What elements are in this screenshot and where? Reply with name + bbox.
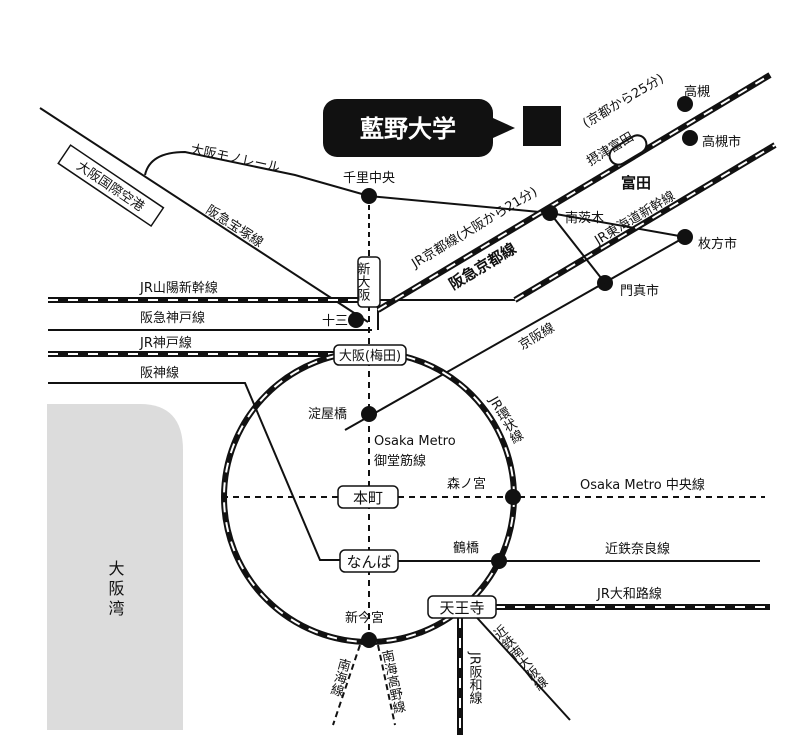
label-hankyu-takarazuka: 阪急宝塚線 bbox=[203, 202, 266, 251]
plain-lines bbox=[39, 107, 776, 726]
station-tennoji: 天王寺 bbox=[439, 599, 484, 617]
label-morinomiya: 森ノ宮 bbox=[447, 476, 486, 492]
label-tonda: 富田 bbox=[621, 174, 651, 192]
label-kyoto-25: (京都から25分) bbox=[580, 71, 666, 131]
station-hirakata-shi bbox=[677, 229, 693, 245]
label-juso: 十三 bbox=[322, 314, 348, 329]
station-namba: なんば bbox=[346, 553, 391, 571]
label-shin-imamiya: 新今宮 bbox=[345, 610, 384, 626]
label-kintetsu-nara: 近鉄奈良線 bbox=[605, 541, 670, 557]
nankai-line bbox=[332, 644, 361, 726]
university-title: 藍野大学 bbox=[360, 115, 456, 143]
station-itami-airport: 大阪国際空港 bbox=[73, 159, 146, 215]
label-keihan: 京阪線 bbox=[516, 320, 558, 354]
label-hirakata-shi: 枚方市 bbox=[698, 236, 737, 252]
label-yodoyabashi: 淀屋橋 bbox=[308, 407, 347, 422]
label-nankai-koya: 南海高野線 bbox=[378, 648, 407, 716]
label-kadoma-shi: 門真市 bbox=[620, 283, 659, 299]
label-midosuji-a: Osaka Metro bbox=[374, 434, 456, 449]
station-yodoyabashi bbox=[361, 406, 377, 422]
station-tsuruhashi bbox=[491, 553, 507, 569]
station-shin-imamiya bbox=[361, 632, 377, 648]
monorail-line bbox=[144, 150, 686, 238]
label-nankai: 南海線 bbox=[327, 656, 352, 699]
label-hankyu-kobe: 阪急神戸線 bbox=[140, 310, 205, 326]
label-takatsuki: 高槻 bbox=[684, 84, 710, 100]
label-tsuruhashi: 鶴橋 bbox=[453, 540, 479, 556]
jr-tokaido-shinkansen-line bbox=[513, 142, 777, 303]
label-chuo: Osaka Metro 中央線 bbox=[580, 477, 705, 493]
station-morinomiya bbox=[505, 489, 521, 505]
label-jr-sanyo-shinkansen: JR山陽新幹線 bbox=[139, 280, 218, 296]
station-senri-chuo bbox=[361, 188, 377, 204]
label-senri-chuo: 千里中央 bbox=[343, 171, 395, 186]
label-kintetsu-minami-osaka: 近鉄南大阪線 bbox=[489, 623, 550, 694]
label-jr-hanwa: JR阪和線 bbox=[467, 651, 483, 704]
nankai-koya-line bbox=[377, 644, 396, 726]
bay-label: 大阪湾 bbox=[106, 560, 125, 620]
keihan-line bbox=[344, 236, 686, 431]
station-osaka-umeda: 大阪(梅田) bbox=[339, 349, 401, 364]
label-osaka-monorail: 大阪モノレール bbox=[189, 142, 281, 176]
osaka-bay bbox=[47, 404, 183, 730]
university-title-box bbox=[323, 99, 493, 157]
label-jr-yamatoji: JR大和路線 bbox=[596, 586, 662, 602]
hanshin-line bbox=[48, 382, 340, 561]
station-takatsuki bbox=[677, 96, 693, 112]
label-jr-kobe: JR神戸線 bbox=[139, 335, 192, 351]
label-takatsuki-shi: 高槻市 bbox=[702, 134, 741, 150]
label-midosuji-b: 御堂筋線 bbox=[374, 453, 426, 469]
hankyu-takarazuka-line bbox=[39, 107, 369, 323]
university-location-marker bbox=[523, 106, 561, 146]
tonda-interchange bbox=[608, 134, 648, 166]
label-hanshin: 阪神線 bbox=[140, 365, 179, 381]
station-shin-osaka: 新大阪 bbox=[355, 261, 371, 302]
kintetsu-minami-osaka-line bbox=[469, 609, 571, 721]
station-honmachi: 本町 bbox=[353, 489, 383, 507]
station-juso bbox=[348, 312, 364, 328]
boxed-labels bbox=[333, 256, 497, 619]
station-takatsuki-shi bbox=[682, 130, 698, 146]
label-minami-ibaraki: 南茨木 bbox=[565, 210, 604, 226]
